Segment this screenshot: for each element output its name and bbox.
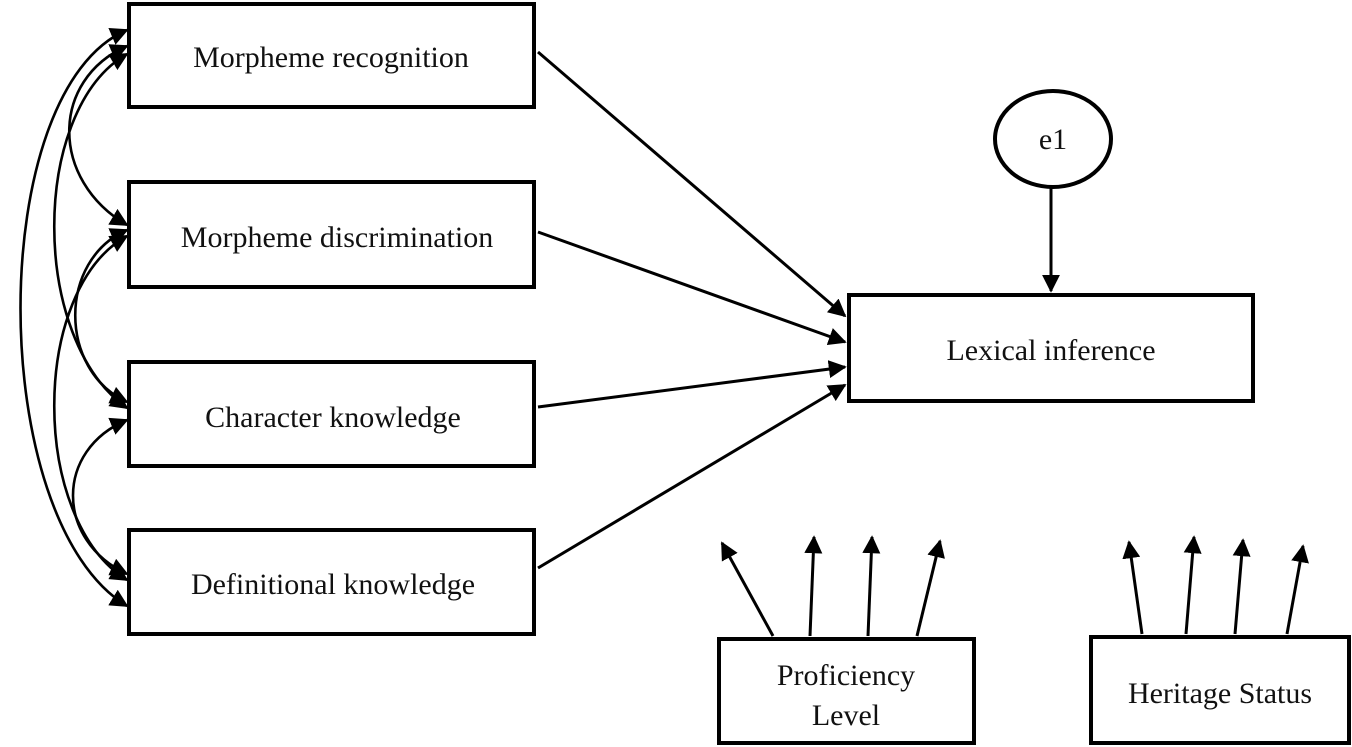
path-character-to-inference <box>537 360 847 409</box>
label-morpheme-discrimination: Morpheme discrimination <box>181 221 493 254</box>
node-morpheme-recognition: Morpheme recognition <box>127 2 536 109</box>
label-proficiency-line2: Level <box>812 699 880 732</box>
label-definitional-knowledge: Definitional knowledge <box>191 568 475 601</box>
node-definitional-knowledge: Definitional knowledge <box>127 528 536 636</box>
heritage-arrow-4 <box>1285 544 1309 635</box>
heritage-arrow-1 <box>1122 540 1144 635</box>
node-lexical-inference: Lexical inference <box>847 293 1255 403</box>
node-error-e1: e1 <box>993 89 1113 189</box>
cov-discrimination-character <box>74 228 129 404</box>
path-definitional-to-inference <box>537 383 847 570</box>
heritage-arrow-2 <box>1183 535 1202 635</box>
node-character-knowledge: Character knowledge <box>127 360 536 468</box>
proficiency-arrow-3 <box>862 535 881 637</box>
node-heritage-status: Heritage Status <box>1089 635 1351 745</box>
covariance-curves <box>19 28 129 608</box>
cov-recognition-character <box>52 52 129 410</box>
cov-character-definitional <box>71 417 129 576</box>
path-discrimination-to-inference <box>537 230 847 346</box>
node-proficiency-level: Proficiency Level <box>717 637 976 745</box>
label-character-knowledge: Character knowledge <box>205 401 461 434</box>
proficiency-arrow-1 <box>720 541 775 637</box>
proficiency-arrows <box>720 535 945 637</box>
path-recognition-to-inference <box>537 50 847 318</box>
label-morpheme-recognition: Morpheme recognition <box>193 41 469 74</box>
cov-recognition-definitional <box>19 28 129 608</box>
regression-paths <box>537 50 1060 570</box>
label-heritage-status: Heritage Status <box>1128 677 1312 710</box>
proficiency-arrow-4 <box>915 539 945 637</box>
label-e1: e1 <box>1039 123 1067 156</box>
label-lexical-inference: Lexical inference <box>946 334 1155 367</box>
node-morpheme-discrimination: Morpheme discrimination <box>127 180 536 289</box>
cov-discrimination-definitional <box>52 234 129 582</box>
heritage-arrows <box>1122 535 1309 635</box>
heritage-arrow-3 <box>1232 538 1251 635</box>
label-proficiency-line1: Proficiency <box>777 659 915 692</box>
proficiency-arrow-2 <box>804 535 823 637</box>
